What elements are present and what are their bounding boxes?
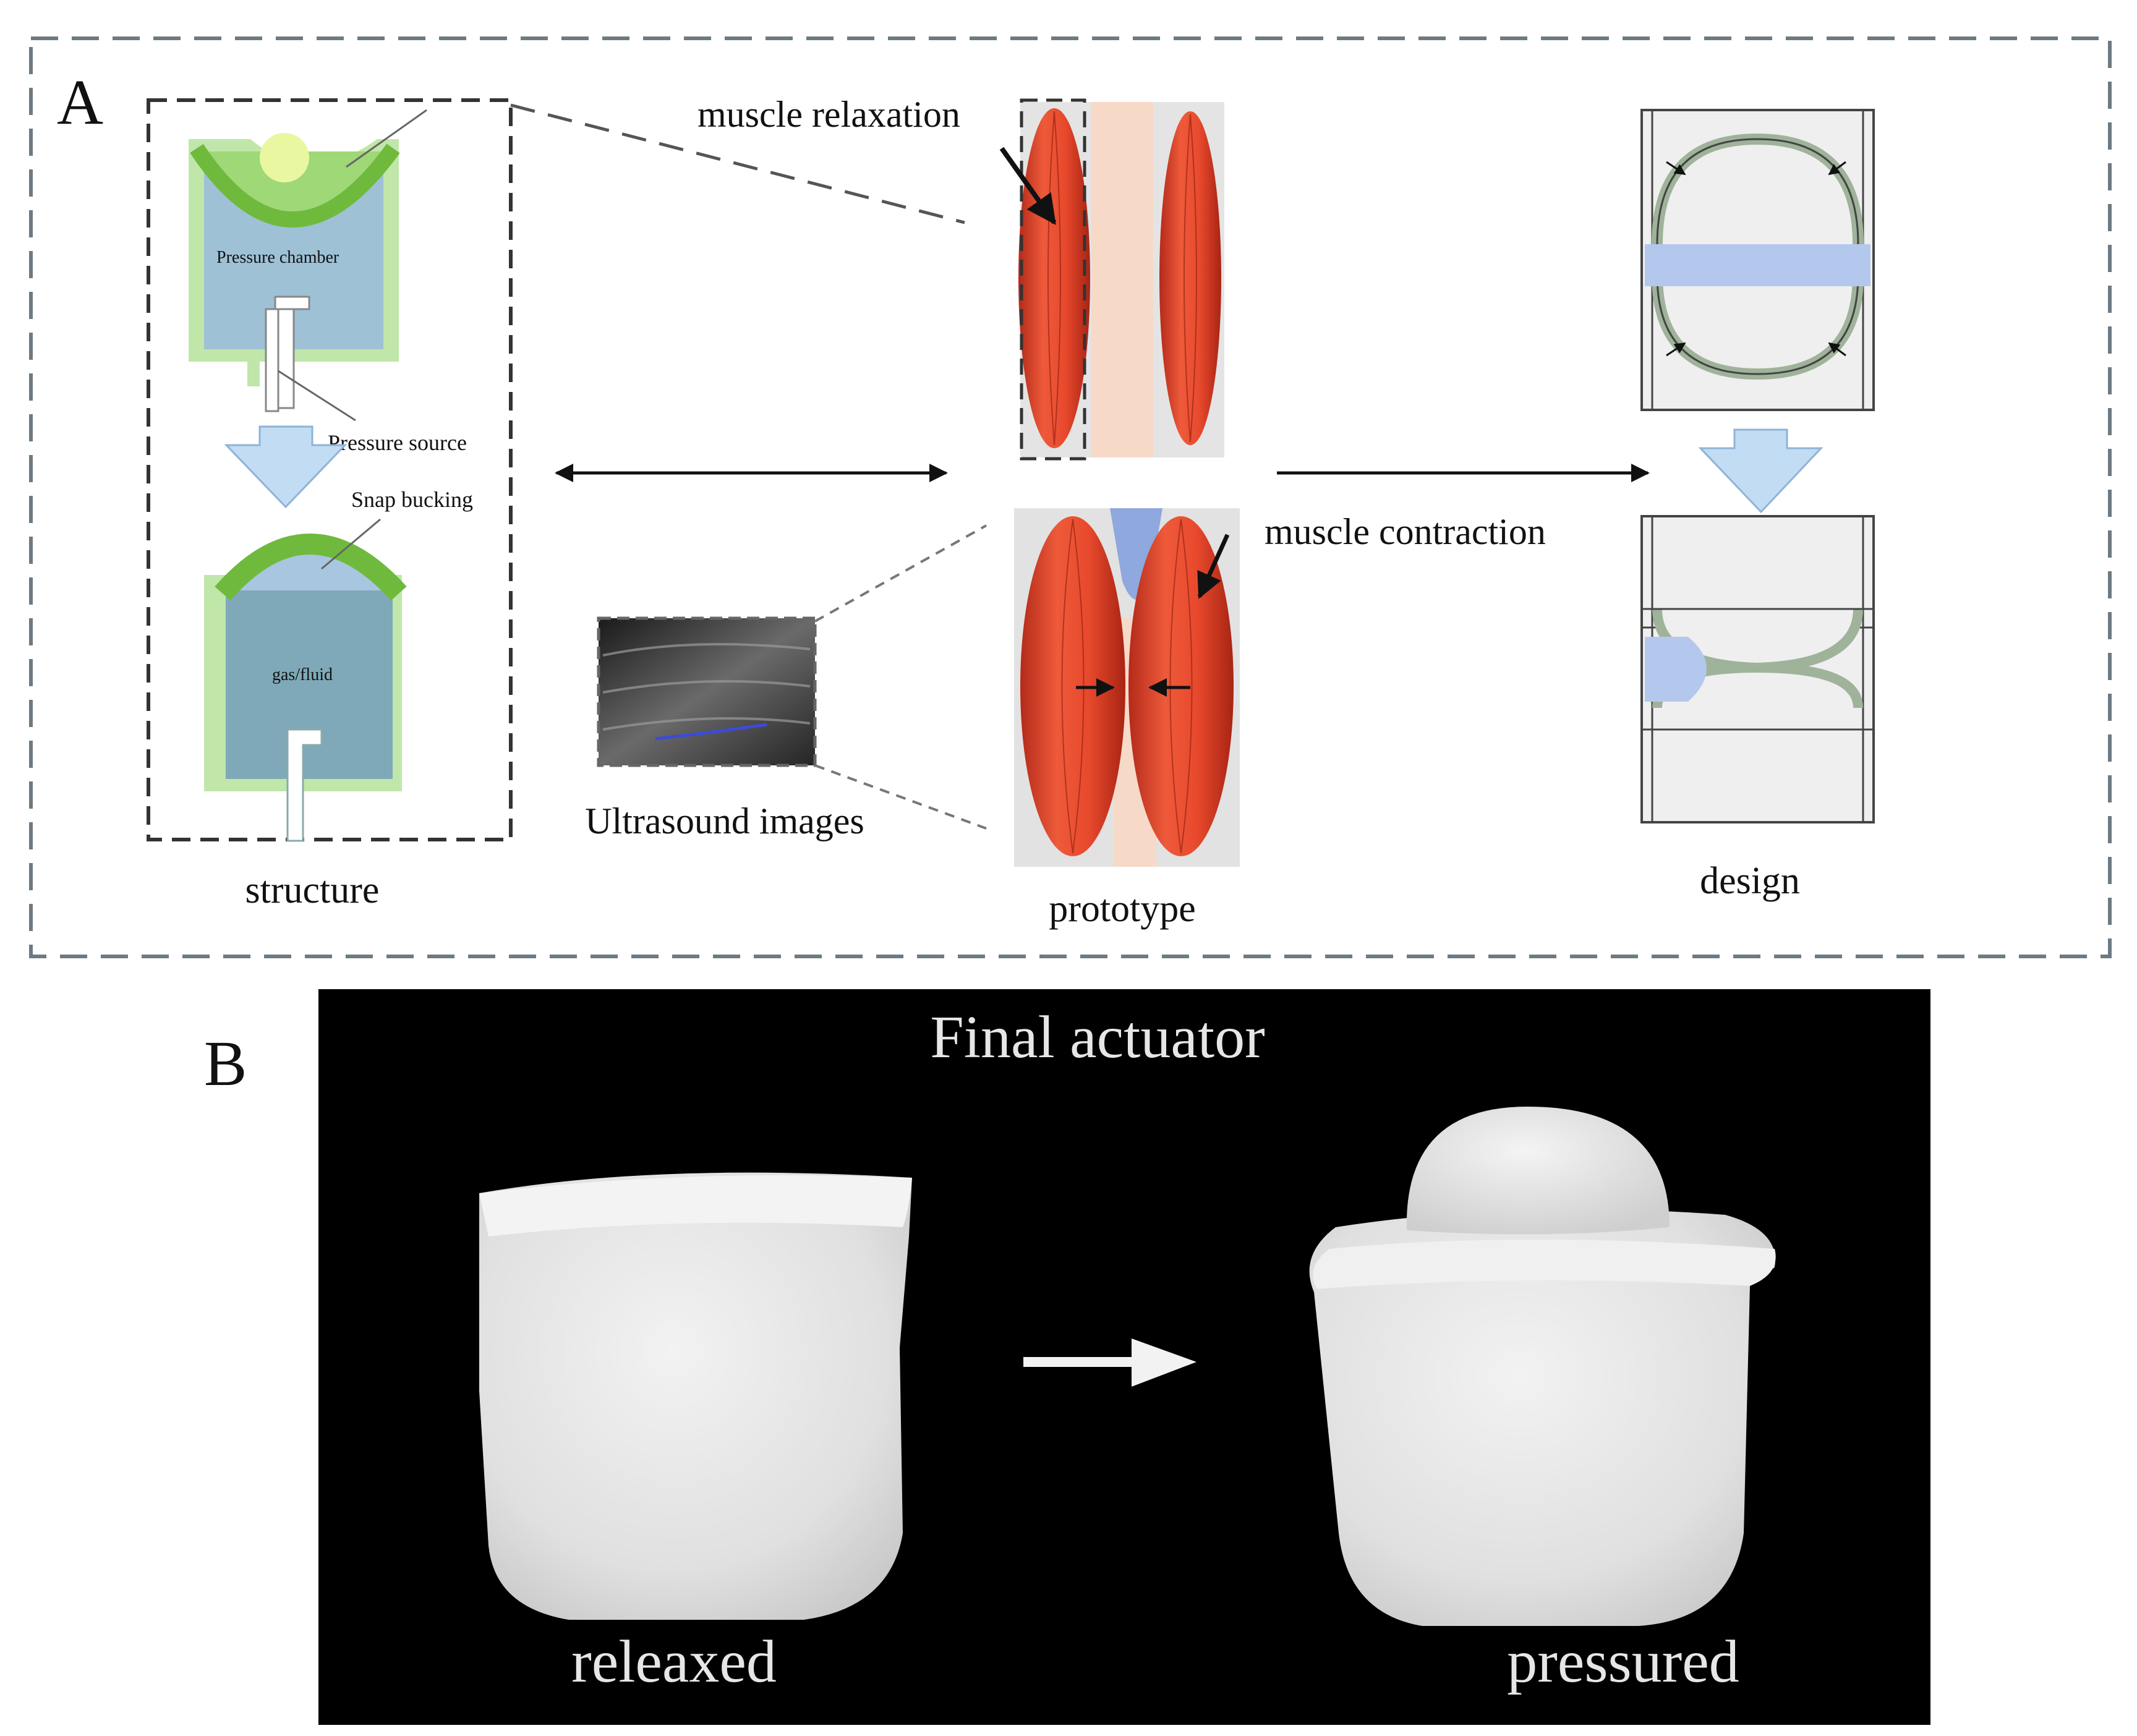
releaxed-caption: releaxed xyxy=(571,1628,777,1695)
panel-a-letter: A xyxy=(57,67,103,138)
zoom-guide-line xyxy=(510,103,965,224)
pressure-source-label: Pressure source xyxy=(328,430,467,455)
panel-a-frame xyxy=(29,36,2112,958)
structure-section: Pressure chamber Pressure source Snap bu… xyxy=(147,98,513,911)
design-caption: design xyxy=(1700,860,1800,902)
panel-a: A Pressure chamber Pressure source S xyxy=(29,36,2112,958)
ultrasound-section: Ultrasound images xyxy=(585,524,987,841)
ultrasound-guide-line-top xyxy=(814,524,987,623)
gas-fluid-label: gas/fluid xyxy=(272,665,333,684)
panel-b: B Final actuator releaxed pressured xyxy=(204,989,1930,1725)
muscle-relaxation-label: muscle relaxation xyxy=(697,94,960,135)
muscle-contraction-label: muscle contraction xyxy=(1265,511,1546,552)
prototype-section: muscle relaxation muscle contraction pro… xyxy=(697,94,1546,930)
prototype-caption: prototype xyxy=(1049,888,1196,930)
muscle-contracted-icon xyxy=(1014,508,1240,867)
ultrasound-caption: Ultrasound images xyxy=(585,801,864,841)
design-flow-down-arrow-icon xyxy=(1698,428,1823,514)
pressured-caption: pressured xyxy=(1507,1628,1739,1695)
actuator-relaxed-image xyxy=(479,1172,912,1620)
muscle-relaxed-icon xyxy=(1018,98,1224,461)
relaxation-pointer-arrow xyxy=(999,147,1057,225)
actuator-pressured-image xyxy=(1309,1107,1776,1626)
ultrasound-guide-line-bottom xyxy=(814,764,987,830)
ultrasound-image xyxy=(599,618,815,765)
structure-dashed-box xyxy=(147,98,513,841)
panel-b-letter: B xyxy=(204,1028,247,1099)
snap-bucking-label: Snap bucking xyxy=(351,487,473,512)
structure-caption: structure xyxy=(245,869,380,911)
chamber-lower-icon xyxy=(204,518,407,842)
chamber-upper-icon xyxy=(189,109,427,422)
pressure-chamber-label: Pressure chamber xyxy=(216,248,339,267)
flow-down-arrow-icon xyxy=(224,425,348,509)
design-pressured-icon xyxy=(1640,515,1875,823)
transition-arrow-icon xyxy=(1023,1338,1196,1387)
design-relaxed-icon xyxy=(1640,109,1875,411)
final-actuator-title: Final actuator xyxy=(930,1004,1265,1071)
design-section: design xyxy=(1640,109,1875,902)
contraction-pointer-arrow xyxy=(1197,534,1230,599)
